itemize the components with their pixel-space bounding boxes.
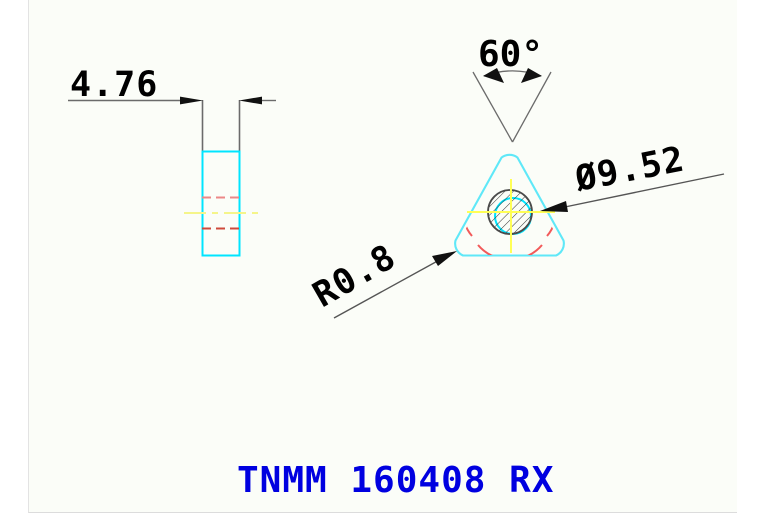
chipbreaker-arc-bottom	[477, 244, 543, 255]
insert-triangle-outline	[454, 153, 565, 257]
leader-arrow-radius	[432, 251, 457, 266]
angle-leader-right	[511, 71, 552, 143]
drawing-sheet	[28, 0, 737, 513]
leader-arrow-diameter	[540, 201, 568, 212]
dimension-arrow-right	[239, 96, 262, 105]
side-profile-view: 4.76	[68, 65, 276, 257]
insert-side-outline	[201, 150, 241, 257]
dimension-label-radius: R0.8	[307, 237, 403, 316]
dimension-label-diameter: Ø9.52	[571, 140, 688, 201]
leader-line-diameter	[559, 173, 725, 209]
angle-arrow-right	[521, 68, 542, 83]
angle-arrow-left	[483, 68, 504, 83]
triangular-plan-view: 60° Ø9.52	[307, 34, 725, 319]
dimension-arrow-left	[180, 96, 203, 105]
angle-leader-left	[472, 71, 514, 143]
leader-line-radius	[333, 257, 444, 319]
dimension-label-angle: 60°	[478, 34, 543, 75]
dimension-label-thickness: 4.76	[70, 65, 158, 105]
drawing-title: TNMM 160408 RX	[237, 460, 554, 501]
